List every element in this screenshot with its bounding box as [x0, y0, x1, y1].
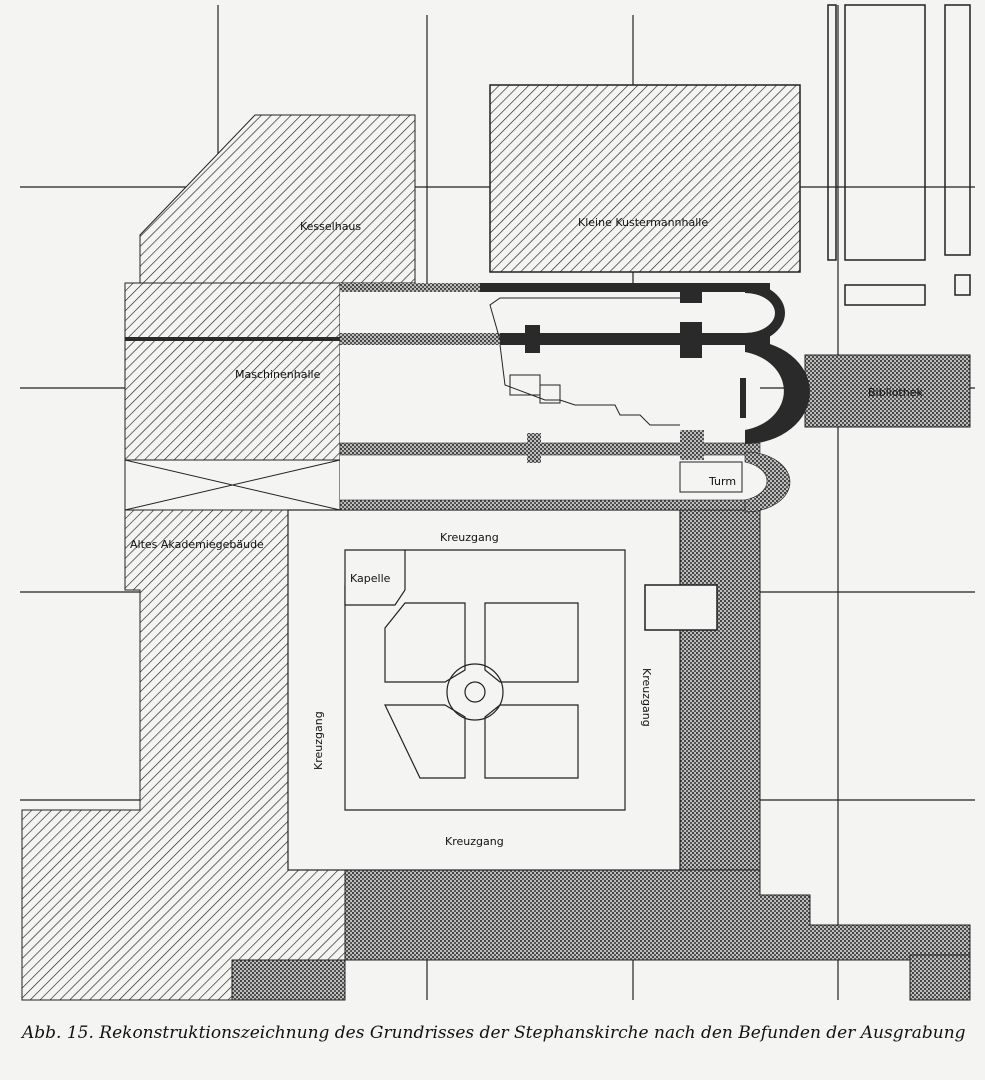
maschinenhalle-building — [124, 282, 341, 461]
label-kreuzgang-east: Kreuzgang — [640, 668, 653, 727]
label-kapelle: Kapelle — [350, 572, 391, 585]
label-kreuzgang-north: Kreuzgang — [440, 531, 499, 544]
bibliothek-building — [804, 354, 971, 428]
label-turm: Turm — [708, 475, 736, 488]
cloister-inner-line — [344, 549, 626, 811]
label-akademie: Altes Akademiegebäude — [130, 538, 264, 551]
label-kesselhaus: Kesselhaus — [300, 220, 361, 233]
label-maschinenhalle: Maschinenhalle — [235, 368, 321, 381]
church-walls — [125, 283, 810, 513]
figure-caption: Abb. 15. Rekonstruktionszeichnung des Gr… — [22, 1023, 966, 1043]
kapelle-building — [344, 549, 406, 606]
label-kreuzgang-south: Kreuzgang — [445, 835, 504, 848]
demolished-area — [124, 459, 341, 511]
kustermannhalle-building — [489, 84, 801, 273]
garden — [384, 602, 579, 779]
label-kreuzgang-west: Kreuzgang — [312, 711, 325, 770]
kesselhaus-building — [139, 114, 416, 284]
neighbor-buildings — [827, 4, 971, 306]
label-bibliothek: Bibliothek — [868, 386, 923, 399]
screened-areas — [231, 354, 971, 1001]
floor-plan: Kesselhaus Kleine Kustermannhalle Maschi… — [20, 4, 975, 1001]
label-kustermannhalle: Kleine Kustermannhalle — [578, 216, 708, 229]
